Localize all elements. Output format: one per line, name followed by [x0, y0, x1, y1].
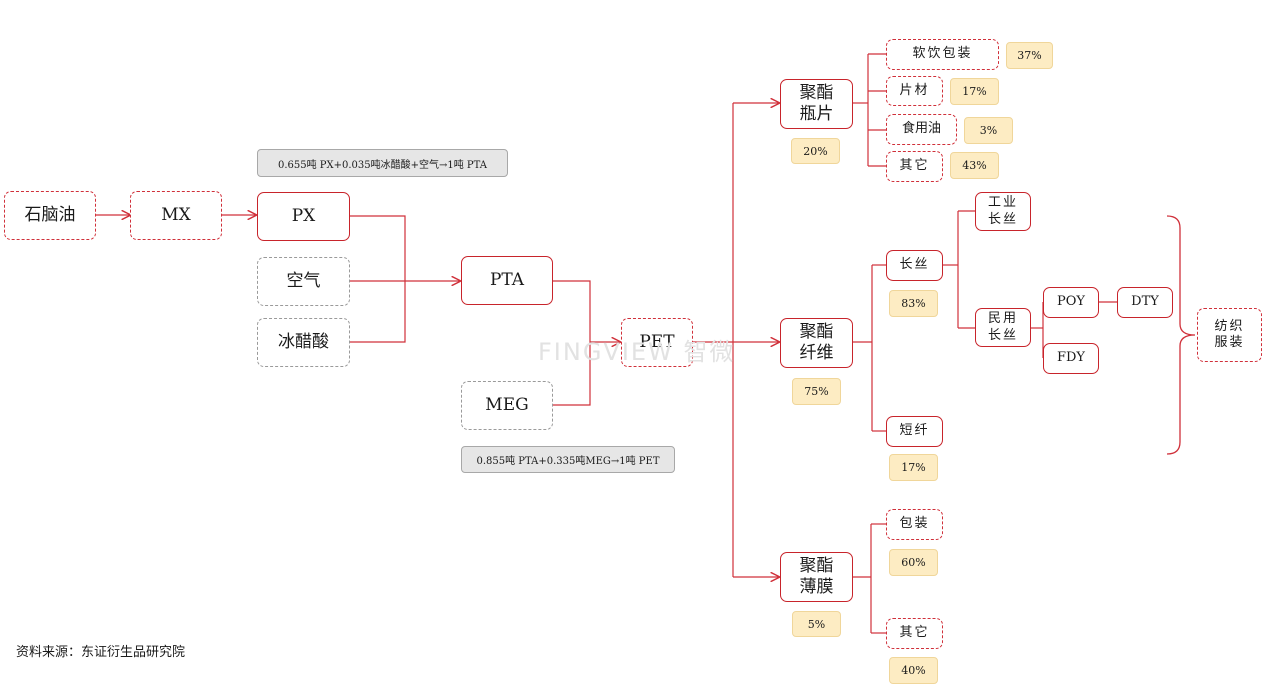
- pct-filament: 83%: [889, 290, 938, 317]
- node-pet: PET: [621, 318, 693, 367]
- node-civil-filament: 民用 长丝: [975, 308, 1031, 347]
- node-meg: MEG: [461, 381, 553, 430]
- pct-soft-drink: 37%: [1006, 42, 1053, 69]
- node-pet-bottle: 聚酯 瓶片: [780, 79, 853, 129]
- edge-acetic-pta: [350, 281, 406, 343]
- node-px: PX: [257, 192, 350, 241]
- pct-fiber: 75%: [792, 378, 841, 405]
- node-fdy: FDY: [1043, 343, 1099, 374]
- pct-bottle-other: 43%: [950, 152, 999, 179]
- watermark: FINGVIEW 智微: [538, 338, 736, 366]
- node-industrial-filament: 工业 长丝: [975, 192, 1031, 231]
- node-soft-drink-packaging: 软饮包装: [886, 39, 999, 70]
- pct-film-other: 40%: [889, 657, 938, 684]
- node-pet-fiber: 聚酯 纤维: [780, 318, 853, 368]
- edge-px-pta: [350, 215, 406, 281]
- edge-meg-pet: [553, 342, 591, 406]
- pct-sheet: 17%: [950, 78, 999, 105]
- node-poy: POY: [1043, 287, 1099, 318]
- pct-packaging: 60%: [889, 549, 938, 576]
- node-packaging: 包装: [886, 509, 943, 540]
- node-edible-oil: 食用油: [886, 114, 957, 145]
- node-staple-fiber: 短纤: [886, 416, 943, 447]
- node-film-other: 其它: [886, 618, 943, 649]
- edge-pta-pet: [553, 280, 591, 342]
- node-bottle-other: 其它: [886, 151, 943, 182]
- node-filament: 长丝: [886, 250, 943, 281]
- node-air: 空气: [257, 257, 350, 306]
- pct-edible-oil: 3%: [964, 117, 1013, 144]
- node-textile-apparel: 纺织 服装: [1197, 308, 1262, 362]
- formula-pet: 0.855吨 PTA+0.335吨MEG→1吨 PET: [461, 446, 675, 473]
- node-mx: MX: [130, 191, 222, 240]
- node-acetic-acid: 冰醋酸: [257, 318, 350, 367]
- node-sheet: 片材: [886, 76, 943, 106]
- source-note: 资料来源：东证衍生品研究院: [16, 645, 186, 660]
- formula-pta: 0.655吨 PX+0.035吨冰醋酸+空气→1吨 PTA: [257, 149, 508, 177]
- node-dty: DTY: [1117, 287, 1173, 318]
- node-pta: PTA: [461, 256, 553, 305]
- node-pet-film: 聚酯 薄膜: [780, 552, 853, 602]
- pct-film: 5%: [792, 611, 841, 637]
- textile-brace: [1166, 215, 1196, 455]
- pct-bottle: 20%: [791, 138, 840, 164]
- pct-staple-fiber: 17%: [889, 454, 938, 481]
- node-naphtha: 石脑油: [4, 191, 96, 240]
